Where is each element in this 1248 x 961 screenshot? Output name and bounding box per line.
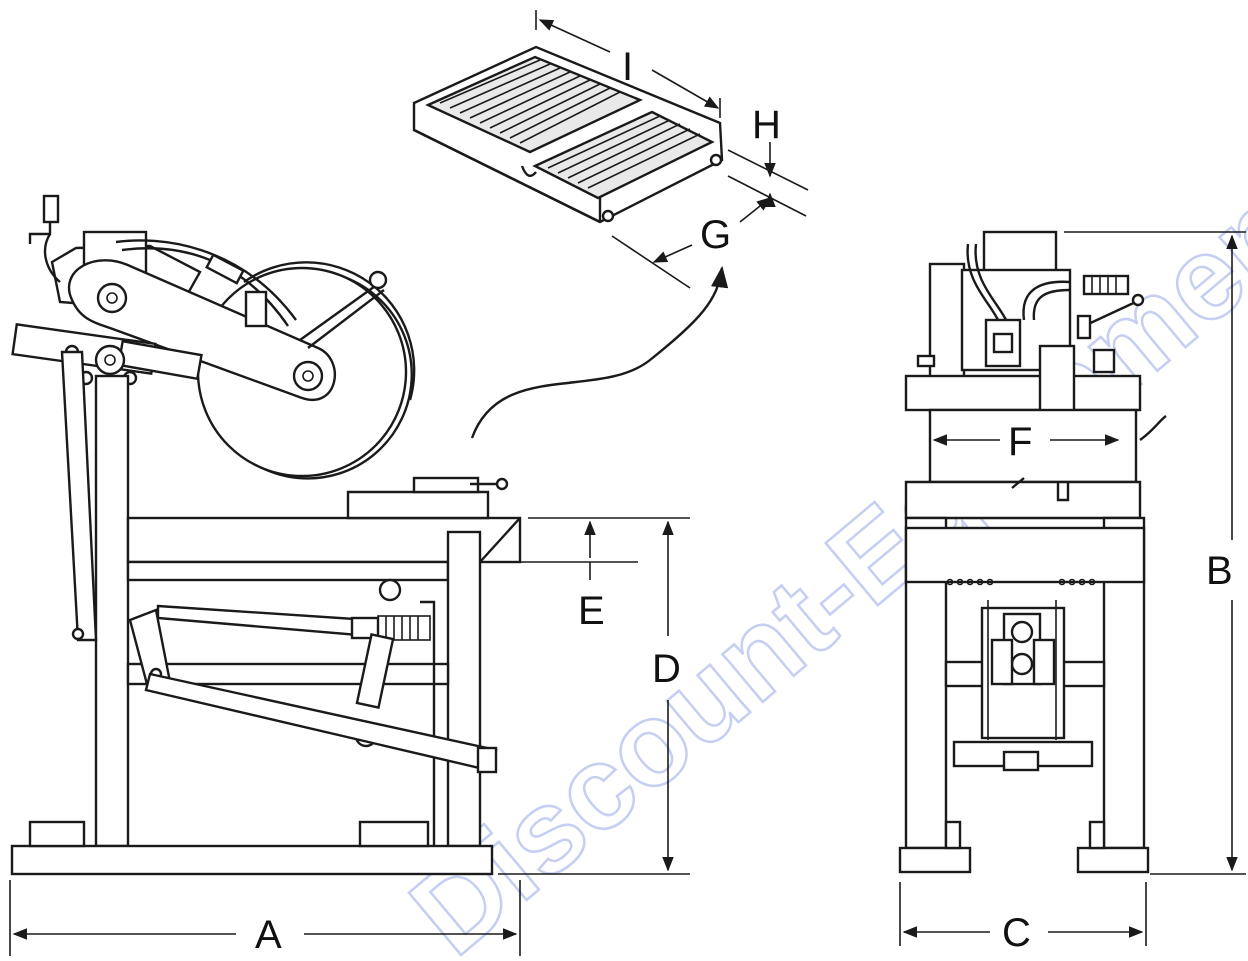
- dimension-label-d: D: [652, 647, 681, 691]
- dimension-label-b: B: [1206, 549, 1233, 593]
- dimension-label-c: C: [1002, 911, 1031, 955]
- dimension-label-g: G: [700, 213, 731, 257]
- dimension-label-e: E: [578, 589, 605, 633]
- saw-front-view: [898, 230, 1167, 874]
- dimension-label-a: A: [255, 913, 282, 957]
- dimension-label-i: I: [622, 45, 633, 89]
- dimension-label-f: F: [1008, 420, 1032, 464]
- saw-side-view: [10, 194, 522, 876]
- dimension-label-h: H: [752, 103, 781, 147]
- foot-pedal-illustration: [412, 45, 724, 224]
